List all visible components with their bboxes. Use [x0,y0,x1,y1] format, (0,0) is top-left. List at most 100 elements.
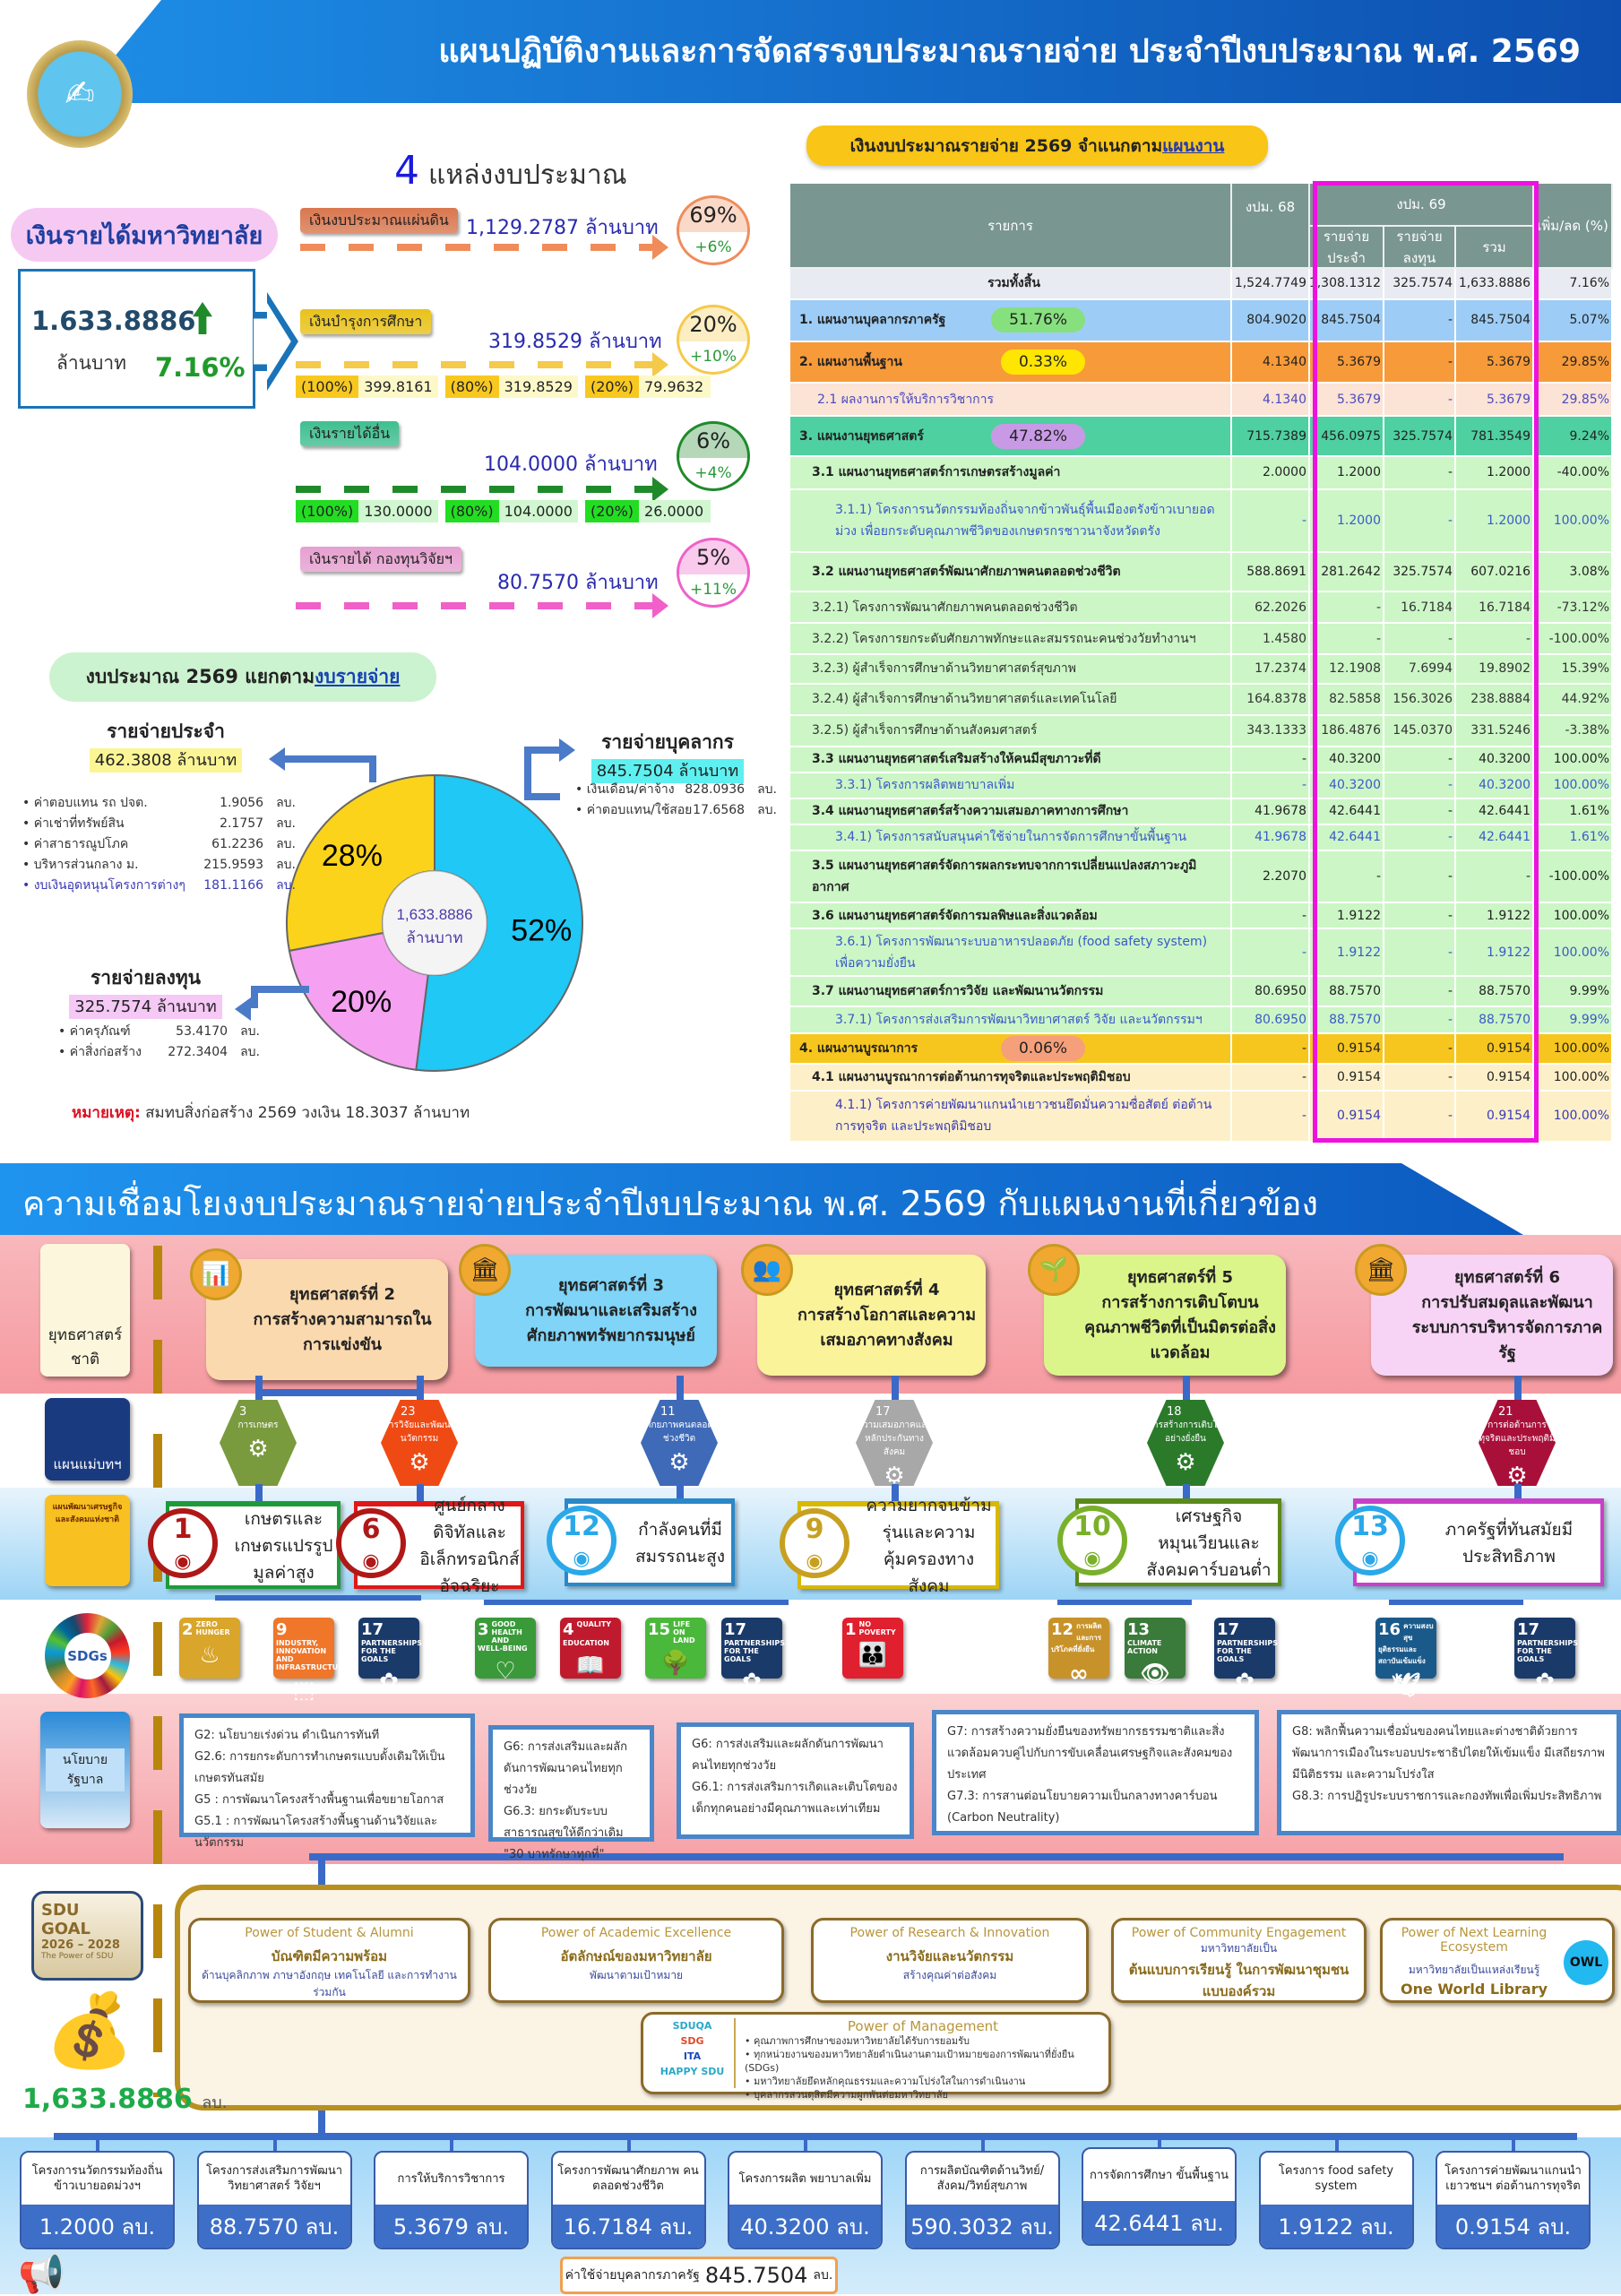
recurring-title: รายจ่ายประจำ [107,721,225,742]
policy-line: G7.3: การสานต่อนโยบายความเป็นกลางทางคาร์… [947,1790,1218,1825]
donut-center [382,870,487,976]
project-amount: 40.3200 ลบ. [729,2205,881,2248]
row-label-text: 3.7.1) โครงการส่งเสริมการพัฒนาวิทยาศาสตร… [835,1012,1203,1027]
row-label-text: 3.3.1) โครงการผลิตพยาบาลเพิ่ม [835,778,1015,793]
table-cell-y68: - [1232,1091,1310,1143]
table-cell-cap: - [1384,929,1456,977]
dashed-arrow-line [300,244,659,251]
table-cell-tot: 0.9154 [1456,1064,1534,1092]
expense-item-value: 828.0936 [685,782,746,797]
connector-line [1514,1376,1522,1403]
header-recurring: รายจ่าย ประจำ [1310,227,1384,269]
strategy-text: การสร้างความสามารถในการแข่งขัน [253,1309,432,1354]
plan-icon: ◉ [806,1550,823,1573]
connector-line [524,793,560,800]
table-cell-rec: 1.2000 [1310,456,1384,490]
power-highlight: One World Library [1400,1981,1548,1998]
expense-item-value: 272.3404 [168,1045,228,1059]
expense-item-value: 1.9056 [220,796,264,810]
table-cell-chg: 5.07% [1534,299,1613,342]
split-percent: (20%) [584,375,640,398]
share-badge: 69%+6% [677,195,750,265]
row-label-text: 3.4.1) โครงการสนับสนุนค่าใช้จ่ายในการจัด… [835,830,1187,845]
table-row-label: 3.2.1) โครงการพัฒนาศักยภาพคนตลอดช่วงชีวิ… [790,592,1232,625]
connector-line [251,986,309,1008]
expense-item-value: 215.9593 [203,858,264,872]
plan-icon: ◉ [174,1550,192,1573]
sdg-text: PARTNERSHIPS FOR THE GOALS [361,1639,422,1663]
table-cell-cap: 325.7574 [1384,552,1456,593]
expense-item-unit: ลบ. [276,837,296,851]
arrow-right-icon [652,235,668,260]
table-cell-y68: 17.2374 [1232,655,1310,685]
source-amount: 319.8529 ล้านบาท [488,331,662,353]
strategy-text: การสร้างโอกาสและความเสมอภาคทางสังคม [797,1305,977,1350]
sdg-text: ZERO HUNGER [195,1620,230,1636]
page-title: แผนปฏิบัติงานและการจัดสรรงบประมาณรายจ่าย… [438,33,1581,70]
sdg-text: PARTNERSHIPS FOR THE GOALS [1517,1639,1578,1663]
expense-type-title: งบประมาณ 2569 แยกตามงบรายจ่าย [49,652,436,702]
master-plan-number: 18 [1167,1405,1182,1419]
plan-number: 12 [563,1511,600,1542]
share-change: +4% [694,464,732,482]
table-cell-tot: 1.9122 [1456,903,1534,930]
arrow-left-icon [235,997,251,1021]
table-cell-chg: 100.00% [1534,1091,1613,1143]
table-cell-chg: 29.85% [1534,341,1613,384]
table-row-label: 3.1.1) โครงการนวัตกรรมท้องถิ่นจากข้าวพัน… [790,489,1232,553]
project-label: โครงการส่งเสริมการพัฒนาวิทยาศาสตร์ วิจัย… [205,2164,343,2193]
table-cell-rec: 186.4876 [1310,715,1384,747]
table-cell-tot: 331.5246 [1456,715,1534,747]
table-cell-tot: 607.0216 [1456,552,1534,593]
expense-item-value: 61.2236 [211,837,264,851]
row-label-text: 3.2 แผนงานยุทธศาสตร์พัฒนาศักยภาพคนตลอดช่… [812,564,1121,579]
power-title: Power of Community Engagement [1131,1926,1347,1940]
master-plan-number: 17 [875,1405,891,1419]
table-cell-chg: -73.12% [1534,592,1613,625]
source-split: (100%)399.8161(80%)319.8529(20%)79.9632 [296,375,718,398]
table-cell-y68: 62.2026 [1232,592,1310,625]
connector-line [272,2137,277,2151]
policy-line: G8: พลิกฟื้นความเชื่อมั่นของคนไทยและต่าง… [1292,1725,1605,1782]
project-label: โครงการค่ายพัฒนาแกนนำเยาวชนฯ ต่อต้านการท… [1444,2164,1582,2193]
table-row-label: 3.3 แผนงานยุทธศาสตร์เสริมสร้างให้คนมีสุข… [790,747,1232,773]
strategy-icon: 🏛 [459,1244,511,1296]
source-amount: 80.7570 ล้านบาท [497,572,659,594]
plan-text: เศรษฐกิจหมุนเวียนและสังคมคาร์บอนต่ำ [1146,1506,1272,1580]
connector-line [677,1376,684,1403]
plan-number-badge: 12◉ [547,1506,616,1575]
strategy-title: ยุทธศาสตร์ที่ 5 [1127,1267,1233,1287]
table-row-label: 3.2.4) ผู้สำเร็จการศึกษาด้านวิทยาศาสตร์แ… [790,684,1232,716]
table-cell-y68: - [1232,773,1310,799]
policy-line: G5.1 : การพัฒนาโครงสร้างพื้นฐานด้านวิจัย… [194,1815,437,1850]
sdg-number: 17 [724,1620,747,1639]
donut-center-unit: ล้านบาท [406,929,462,946]
income-label: เงินรายได้มหาวิทยาลัย [11,208,278,262]
sdg-text: NO POVERTY [858,1620,896,1636]
expense-item-value: 2.1757 [220,816,264,831]
table-cell-tot: 88.7570 [1456,1006,1534,1034]
share-percent: 6% [679,424,747,458]
plan-number-badge: 9◉ [780,1508,849,1578]
table-cell-y68: 41.9678 [1232,798,1310,825]
split-value: 399.8161 [358,375,438,398]
management-list: • คุณภาพการศึกษาของมหาวิทยาลัยได้รับการย… [745,2034,1101,2102]
recurring-amount: 462.3808 ล้านบาท [89,748,243,773]
table-cell-y68: 343.1333 [1232,715,1310,747]
table-cell-cap: - [1384,384,1456,418]
share-change: +6% [694,238,732,256]
table-row-label: 3.5 แผนงานยุทธศาสตร์จัดการผลกระทบจากการเ… [790,850,1232,904]
row-label-text: รวมทั้งสิ้น [987,276,1040,291]
plan-number: 1 [173,1514,193,1545]
master-plan-number: 23 [401,1405,416,1419]
table-cell-y68: 804.9020 [1232,299,1310,342]
